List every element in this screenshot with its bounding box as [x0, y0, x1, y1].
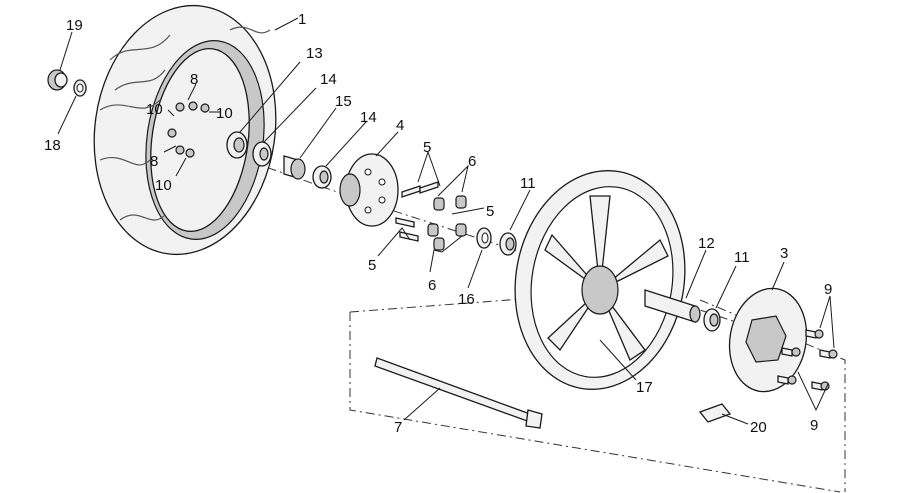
callout-11-left: 11 — [520, 175, 536, 192]
callout-11-right: 11 — [734, 249, 750, 266]
hub-flange-4 — [339, 153, 399, 227]
wheel-rim — [514, 170, 686, 390]
damper-set-6 — [427, 195, 467, 251]
callout-8-top: 8 — [190, 71, 198, 88]
bearing-11-left — [499, 232, 517, 256]
bolt-set-8-10 — [167, 101, 210, 158]
callout-13: 13 — [306, 45, 323, 62]
callout-5-bottom: 5 — [368, 257, 376, 274]
callout-1: 1 — [298, 11, 306, 28]
callout-18: 18 — [44, 137, 61, 154]
seal-14-right — [312, 165, 332, 189]
callout-15: 15 — [335, 93, 352, 110]
seal-16 — [476, 227, 492, 249]
callout-10-bottom: 10 — [155, 177, 172, 194]
callout-19: 19 — [66, 17, 83, 34]
callout-17: 17 — [636, 379, 653, 396]
seal-14-left — [252, 141, 272, 167]
callout-5-mid: 5 — [486, 203, 494, 220]
callout-10-left: 10 — [146, 101, 163, 118]
callout-5-top: 5 — [423, 139, 431, 156]
bearing-11-right — [703, 308, 721, 332]
brake-disc-3 — [728, 287, 808, 393]
callout-3: 3 — [780, 245, 788, 262]
callout-7: 7 — [394, 419, 402, 436]
leader-lines — [57, 17, 835, 425]
axle-7 — [374, 357, 543, 429]
washer-18 — [73, 79, 87, 97]
spacer-15 — [283, 155, 306, 180]
tyre — [93, 4, 277, 256]
bearing-13 — [226, 131, 248, 159]
callout-10-right: 10 — [216, 105, 233, 122]
callout-8-bottom: 8 — [150, 153, 158, 170]
callout-9-top: 9 — [824, 281, 832, 298]
balance-weight-20 — [698, 403, 732, 423]
callout-20: 20 — [750, 419, 767, 436]
callout-6-top: 6 — [468, 153, 476, 170]
stud-set-5 — [395, 181, 439, 242]
callout-4: 4 — [396, 117, 404, 134]
callout-6-bottom: 6 — [428, 277, 436, 294]
spacer-12 — [644, 289, 701, 323]
callout-14-lower: 14 — [360, 109, 377, 126]
axle-cap-19 — [47, 69, 68, 91]
callouts: 1 19 18 8 10 10 8 10 13 14 15 14 4 5 6 5… — [44, 11, 832, 436]
callout-9-bottom: 9 — [810, 417, 818, 434]
bolt-set-9 — [777, 329, 838, 391]
callout-12: 12 — [698, 235, 715, 252]
callout-16: 16 — [458, 291, 475, 308]
callout-14-top: 14 — [320, 71, 337, 88]
